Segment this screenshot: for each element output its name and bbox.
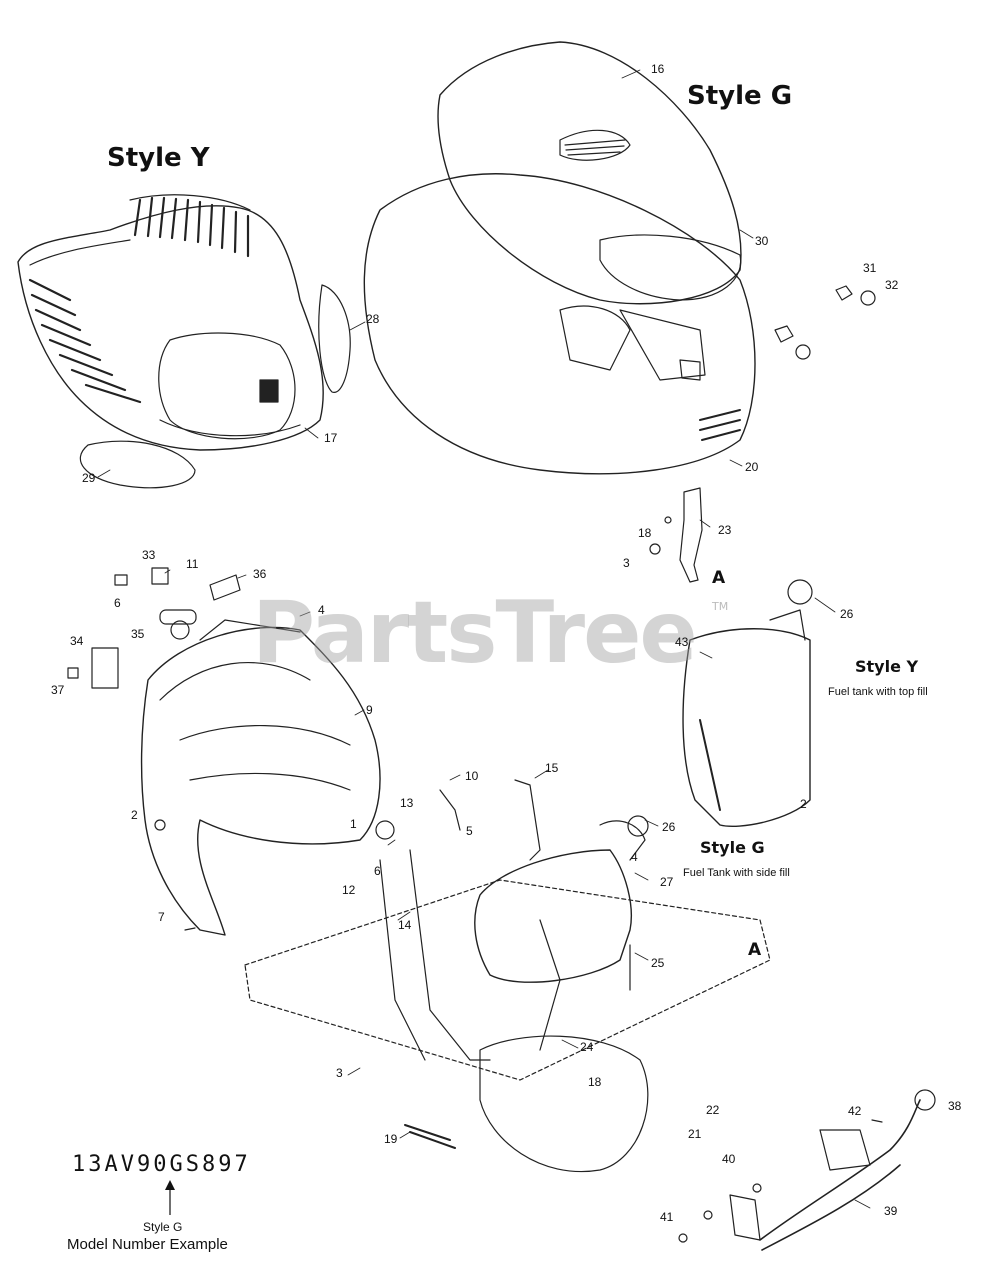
callout-3[interactable]: 3: [336, 1066, 343, 1080]
style-y-heading: Style Y: [107, 143, 210, 173]
lens-29: [79, 440, 196, 489]
style-g-tank-heading: Style G: [700, 838, 765, 857]
style-g-heading: Style G: [687, 81, 793, 111]
model-example-style: Style G: [143, 1220, 183, 1234]
part-37: [67, 667, 79, 679]
dash-panel: [140, 609, 381, 936]
part-33: [114, 574, 128, 586]
callout-2[interactable]: 2: [800, 797, 807, 811]
callout-19[interactable]: 19: [384, 1132, 398, 1146]
callout-22[interactable]: 22: [706, 1103, 720, 1117]
cap-26b: [627, 815, 649, 837]
callout-12[interactable]: 12: [342, 883, 356, 897]
lens-28: [318, 284, 351, 393]
style-g-tank-caption: Fuel Tank with side fill: [683, 867, 790, 879]
callout-14[interactable]: 14: [398, 918, 412, 932]
callout-6[interactable]: 6: [114, 596, 121, 610]
bracket-10: [439, 789, 461, 831]
reference-letter-a: A: [748, 940, 762, 960]
model-number-example: 13AV90GS897: [72, 1152, 251, 1177]
callout-38[interactable]: 38: [948, 1099, 962, 1113]
style-y-tank-caption: Fuel tank with top fill: [828, 686, 928, 698]
callout-9[interactable]: 9: [366, 703, 373, 717]
part-36: [209, 574, 241, 601]
model-example-caption: Model Number Example: [67, 1236, 228, 1253]
nut-2a: [154, 819, 166, 831]
fuel-tank-style-y: [682, 579, 813, 827]
ring-38: [914, 1089, 936, 1111]
hood-style-y: [17, 194, 324, 451]
callout-4[interactable]: 4: [318, 603, 325, 617]
callout-5[interactable]: 5: [466, 824, 473, 838]
callout-36[interactable]: 36: [253, 567, 267, 581]
callout-16[interactable]: 16: [651, 62, 665, 76]
callout-25[interactable]: 25: [651, 956, 665, 970]
callout-24[interactable]: 24: [580, 1040, 594, 1054]
trademark-mark: TM: [712, 600, 729, 613]
callout-29[interactable]: 29: [82, 471, 96, 485]
rod-15: [514, 779, 541, 861]
frame-plate: [244, 879, 771, 1081]
callout-17[interactable]: 17: [324, 431, 338, 445]
callout-13[interactable]: 13: [400, 796, 414, 810]
callout-11[interactable]: 11: [186, 557, 199, 571]
callout-20[interactable]: 20: [745, 460, 759, 474]
cap-26a: [787, 579, 813, 605]
callout-39[interactable]: 39: [884, 1204, 898, 1218]
callout-40[interactable]: 40: [722, 1152, 736, 1166]
rod-14: [409, 849, 491, 1061]
switch-34: [91, 647, 119, 689]
callout-21[interactable]: 21: [688, 1127, 702, 1141]
callout-10[interactable]: 10: [465, 769, 479, 783]
callout-18[interactable]: 18: [638, 526, 652, 540]
callout-4[interactable]: 4: [631, 850, 638, 864]
bracket-23: [679, 487, 703, 583]
callout-3[interactable]: 3: [623, 556, 630, 570]
clip-31: [835, 285, 853, 301]
callout-42[interactable]: 42: [848, 1104, 862, 1118]
callout-6[interactable]: 6: [374, 864, 381, 878]
callout-7[interactable]: 7: [158, 910, 165, 924]
callout-26[interactable]: 26: [840, 607, 854, 621]
fuel-tank-style-g: [474, 815, 649, 1051]
callout-2[interactable]: 2: [131, 808, 138, 822]
callout-18[interactable]: 18: [588, 1075, 602, 1089]
hood-style-g: [363, 41, 756, 475]
screw-32: [860, 290, 876, 306]
callout-30[interactable]: 30: [755, 234, 769, 248]
part-11: [151, 567, 169, 585]
reference-letter-a: A: [712, 568, 726, 588]
bracket-39b: [819, 1129, 871, 1171]
callout-43[interactable]: 43: [675, 635, 689, 649]
callout-27[interactable]: 27: [660, 875, 674, 889]
callout-37[interactable]: 37: [51, 683, 65, 697]
callout-31[interactable]: 31: [863, 261, 877, 275]
callout-41[interactable]: 41: [660, 1210, 674, 1224]
callout-23[interactable]: 23: [718, 523, 732, 537]
callout-34[interactable]: 34: [70, 634, 84, 648]
style-y-tank-heading: Style Y: [855, 657, 919, 676]
callout-28[interactable]: 28: [366, 312, 380, 326]
watermark: PartsTree: [252, 583, 698, 683]
callout-15[interactable]: 15: [545, 761, 559, 775]
callout-33[interactable]: 33: [142, 548, 156, 562]
callout-35[interactable]: 35: [131, 627, 145, 641]
callout-32[interactable]: 32: [885, 278, 899, 292]
callout-1[interactable]: 1: [350, 817, 357, 831]
hose-39: [759, 1099, 921, 1241]
callout-26[interactable]: 26: [662, 820, 676, 834]
part-1: [375, 820, 395, 840]
rod-12: [379, 859, 426, 1061]
